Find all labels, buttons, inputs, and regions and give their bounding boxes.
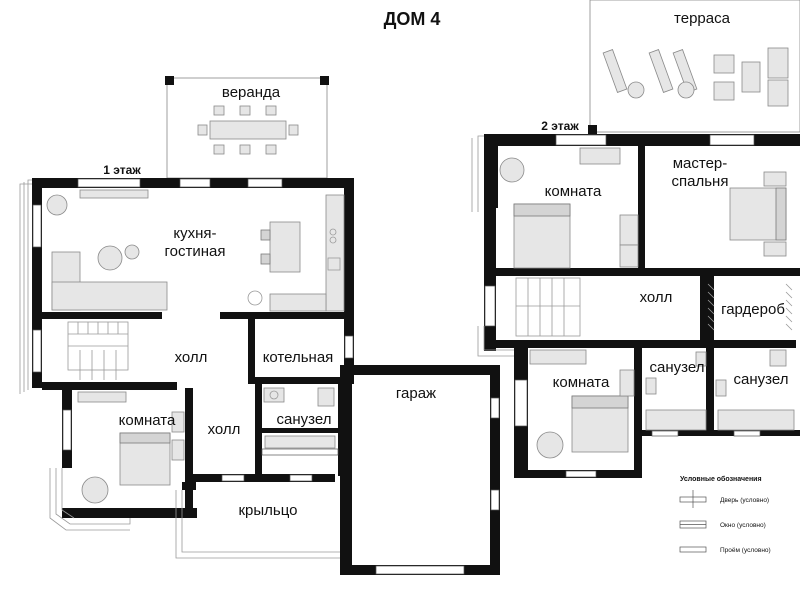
second-floor: 2 этаж терраса комната мастер- спальня х… [471, 0, 800, 478]
legend-opening-symbol [679, 546, 707, 553]
kitchen-furniture [46, 189, 345, 312]
hall-small-label: холл [208, 421, 241, 438]
room-top-furniture [499, 147, 639, 269]
porch-label: крыльцо [238, 502, 297, 519]
master-bedroom-furniture [729, 171, 787, 257]
kitchen-shelf [79, 189, 149, 199]
room-bottom-label: комната [553, 374, 610, 391]
kitchen-island [269, 221, 301, 273]
master-bedroom-label-line1: мастер- [673, 155, 728, 172]
second-floor-label: 2 этаж [541, 119, 579, 133]
legend-window-label: Окно (условно) [720, 522, 766, 529]
bathroom-fixtures-second-floor [645, 349, 795, 431]
bathroom-left-label: санузел [650, 359, 705, 376]
bathroom-first-floor-fixtures [263, 387, 336, 449]
room-first-floor-label: комната [119, 412, 176, 429]
coffee-table [97, 245, 123, 271]
legend-window-symbol [679, 520, 707, 529]
terrace [588, 0, 800, 134]
second-floor-bay-windows [471, 135, 514, 357]
stairs-second-floor [515, 277, 581, 337]
plan-title: ДОМ 4 [384, 9, 441, 29]
terrace-label: терраса [674, 10, 731, 27]
first-floor-windows [32, 178, 500, 575]
veranda-label: веранда [222, 84, 281, 101]
legend-title: Условные обозначения [680, 475, 762, 483]
sofa [51, 281, 168, 311]
bathroom-first-floor-label: санузел [277, 411, 332, 428]
veranda [165, 76, 329, 179]
kitchen-label-line2: гостиная [165, 243, 226, 260]
armchair [81, 476, 109, 504]
boiler-room-label: котельная [263, 349, 334, 366]
legend-opening-label: Проём (условно) [720, 547, 771, 554]
kitchen-counter-right [325, 194, 345, 312]
master-bedroom-label-line2: спальня [672, 173, 729, 190]
lounger [602, 49, 628, 93]
first-floor: 1 этаж веранда кухня- гостиная холл коте… [19, 76, 500, 575]
room-bottom-furniture [529, 349, 635, 459]
room-top-label: комната [545, 183, 602, 200]
stairs-first-floor [67, 321, 129, 380]
hall-label: холл [175, 349, 208, 366]
plant-icon [46, 194, 68, 216]
bathtub [645, 409, 707, 431]
dining-table [209, 120, 287, 140]
kitchen-label-line1: кухня- [173, 225, 216, 242]
bathtub [717, 409, 795, 431]
room-first-floor-furniture [77, 391, 185, 504]
hall-second-floor-label: холл [640, 289, 673, 306]
bay-window [19, 179, 131, 531]
porch-outline [175, 490, 340, 559]
legend-door-symbol [679, 490, 707, 508]
first-floor-label: 1 этаж [103, 163, 141, 177]
wardrobe-label: гардероб [721, 301, 785, 318]
wardrobe-hatch [707, 283, 793, 331]
second-floor-windows [484, 134, 761, 478]
bathroom-right-label: санузел [734, 371, 789, 388]
garage-label: гараж [396, 385, 436, 402]
kitchen-counter-bottom [269, 293, 327, 312]
legend-door-label: Дверь (условно) [720, 497, 769, 504]
legend: Условные обозначения Дверь (условно) Окн… [656, 466, 800, 600]
